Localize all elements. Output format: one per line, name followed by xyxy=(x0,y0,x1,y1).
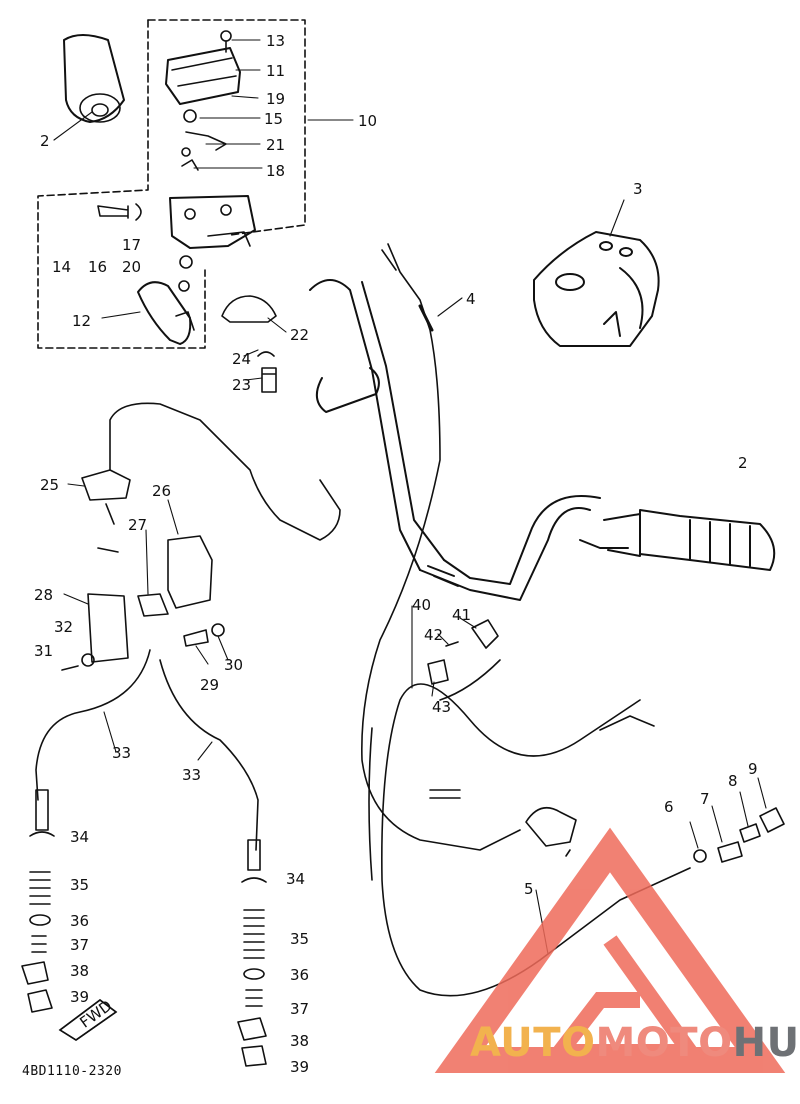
part-label-43: 43 xyxy=(432,698,451,716)
leader-lines xyxy=(53,39,767,955)
washer-32 xyxy=(81,653,95,667)
part-label-36: 36 xyxy=(70,912,89,930)
right-grip xyxy=(579,509,776,571)
part-label-7: 7 xyxy=(700,790,710,808)
part-label-13: 13 xyxy=(266,32,285,50)
part-label-37: 37 xyxy=(70,936,89,954)
brake-cable xyxy=(109,402,341,541)
switch-43 xyxy=(427,659,449,685)
part-label-27: 27 xyxy=(128,516,147,534)
spring-7 xyxy=(717,841,743,863)
clamp-22 xyxy=(221,295,277,323)
part-label-26: 26 xyxy=(152,482,171,500)
part-label-24: 24 xyxy=(232,350,251,368)
part-label-38: 38 xyxy=(290,1032,309,1050)
end-9 xyxy=(759,807,785,833)
part-label-23: 23 xyxy=(232,376,251,394)
washer-6 xyxy=(693,849,707,863)
part-label-37: 37 xyxy=(290,1000,309,1018)
part-label-4: 4 xyxy=(466,290,476,308)
reference-code: 4BD1110-2320 xyxy=(22,1064,122,1079)
throttle-cable xyxy=(361,243,521,851)
part-label-31: 31 xyxy=(34,642,53,660)
part-label-33: 33 xyxy=(182,766,201,784)
part-label-9: 9 xyxy=(748,760,758,778)
pin-42 xyxy=(445,641,459,647)
part-label-35: 35 xyxy=(70,876,89,894)
washer-24 xyxy=(257,351,275,357)
part-label-25: 25 xyxy=(40,476,59,494)
switch-26 xyxy=(167,535,213,609)
master-cylinder xyxy=(81,469,131,501)
switch-housing xyxy=(165,30,256,249)
choke-lever xyxy=(137,281,195,345)
part-label-6: 6 xyxy=(664,798,674,816)
part-label-14: 14 xyxy=(52,258,71,276)
part-label-30: 30 xyxy=(224,656,243,674)
part-label-3: 3 xyxy=(633,180,643,198)
part-label-40: 40 xyxy=(412,596,431,614)
part-label-16: 16 xyxy=(88,258,107,276)
part-label-41: 41 xyxy=(452,606,471,624)
part-label-32: 32 xyxy=(54,618,73,636)
part-label-15: 15 xyxy=(264,110,283,128)
part-label-19: 19 xyxy=(266,90,285,108)
washer-16 xyxy=(135,203,142,221)
watermark-moto: MOTO xyxy=(595,1020,733,1066)
screw-14 xyxy=(97,205,129,219)
watermark-hub: HUB xyxy=(732,1020,800,1066)
part-label-34: 34 xyxy=(286,870,305,888)
part-label-10: 10 xyxy=(358,112,377,130)
part-label-2: 2 xyxy=(738,454,748,472)
watermark-auto: AUTO xyxy=(470,1020,596,1066)
part-label-12: 12 xyxy=(72,312,91,330)
screw-31 xyxy=(61,665,79,671)
cable-33-left xyxy=(35,649,151,801)
part-label-36: 36 xyxy=(290,966,309,984)
part-label-2: 2 xyxy=(40,132,50,150)
part-label-5: 5 xyxy=(524,880,534,898)
part-20 xyxy=(178,280,190,292)
part-label-35: 35 xyxy=(290,930,309,948)
bolt-23 xyxy=(261,367,277,393)
long-cable xyxy=(381,683,691,997)
assembly-box-upper xyxy=(147,19,306,236)
part-label-18: 18 xyxy=(266,162,285,180)
assembly-box-lower xyxy=(37,19,206,349)
watermark-text: AUTOMOTOHUB xyxy=(470,1020,800,1066)
part-label-22: 22 xyxy=(290,326,309,344)
washer-30 xyxy=(211,623,225,637)
part-label-28: 28 xyxy=(34,586,53,604)
plate-28 xyxy=(87,593,129,663)
handlebar xyxy=(309,279,601,601)
cable-33-right xyxy=(159,659,259,851)
part-label-21: 21 xyxy=(266,136,285,154)
part-label-42: 42 xyxy=(424,626,443,644)
part-label-39: 39 xyxy=(70,988,89,1006)
part-label-34: 34 xyxy=(70,828,89,846)
part-label-39: 39 xyxy=(290,1058,309,1076)
pin-8 xyxy=(739,823,761,843)
adjuster-stack-right xyxy=(237,839,267,1067)
part-label-17: 17 xyxy=(122,236,141,254)
part-label-33: 33 xyxy=(112,744,131,762)
bolt-29 xyxy=(183,629,209,647)
part-17 xyxy=(179,255,193,269)
part-label-20: 20 xyxy=(122,258,141,276)
part-label-11: 11 xyxy=(266,62,285,80)
part-label-29: 29 xyxy=(200,676,219,694)
left-grip xyxy=(63,34,125,123)
right-switch-housing xyxy=(533,231,660,347)
watermark-logo xyxy=(434,827,786,1073)
part-label-38: 38 xyxy=(70,962,89,980)
switch-41 xyxy=(471,619,499,649)
part-label-8: 8 xyxy=(728,772,738,790)
bracket-27 xyxy=(137,593,169,617)
adjuster-stack-left xyxy=(21,789,117,1041)
